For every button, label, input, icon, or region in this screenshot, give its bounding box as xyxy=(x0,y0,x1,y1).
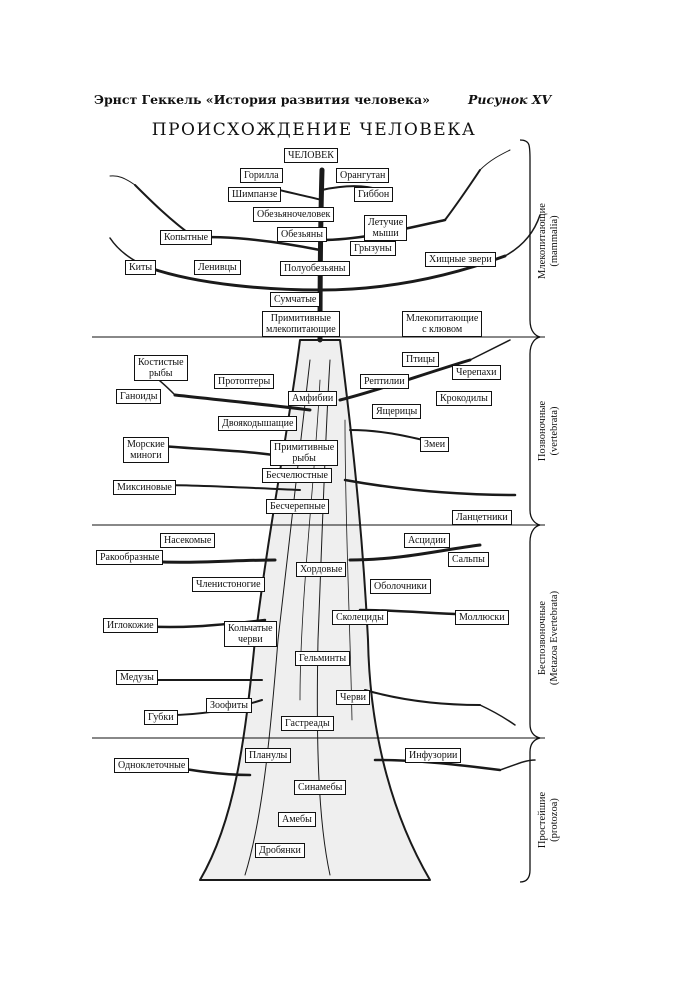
node-gibbon: Гиббон xyxy=(354,187,394,202)
node-odnokletochnye: Одноклеточные xyxy=(114,758,190,773)
node-ganoidy: Ганоиды xyxy=(116,389,162,404)
node-lancetniki: Ланцетники xyxy=(452,510,512,525)
node-chervi: Черви xyxy=(336,690,371,705)
node-kopytnye: Копытные xyxy=(160,230,213,245)
section-label-vertebrates: Позвоночные (vertebrata) xyxy=(537,400,560,462)
node-ascidii: Асцидии xyxy=(404,533,450,548)
node-drobyanki: Дробянки xyxy=(255,843,305,858)
node-ptitsy: Птицы xyxy=(402,352,440,367)
node-beschelyustnye: Бесчелюстные xyxy=(262,468,332,483)
node-reptilii: Рептилии xyxy=(360,374,409,389)
node-lenivcy: Ленивцы xyxy=(194,260,241,275)
node-dvoyakodyshashchie: Двоякодышащие xyxy=(218,416,298,431)
section-label-mammals: Млекопитающие (mammalia) xyxy=(537,203,560,279)
node-gryzuny: Грызуны xyxy=(350,241,396,256)
node-yashchericy: Ящерицы xyxy=(372,404,422,419)
node-obezyany: Обезьяны xyxy=(277,227,327,242)
node-shimpanze: Шимпанзе xyxy=(228,187,282,202)
node-salpy: Сальпы xyxy=(448,552,489,567)
node-sumchatye: Сумчатые xyxy=(270,292,321,307)
node-kity: Киты xyxy=(125,260,157,275)
node-chlenistonogie: Членистоногие xyxy=(192,577,265,592)
book-author-title: Эрнст Геккель «История развития человека… xyxy=(94,92,430,107)
node-skolecidy: Сколециды xyxy=(332,610,388,625)
node-gubki: Губки xyxy=(144,710,178,725)
node-zoofity: Зоофиты xyxy=(206,698,252,713)
node-gastready: Гастреады xyxy=(281,716,334,731)
node-gorilla: Горилла xyxy=(240,168,283,183)
node-obolochniki: Оболочники xyxy=(370,579,431,594)
node-gelminty: Гельминты xyxy=(295,651,351,666)
node-iglokozhie: Иглокожие xyxy=(103,618,158,633)
node-morskie-minogi: Морские миноги xyxy=(123,437,169,463)
section-label-invertebrates: Беспозвоночные (Metazoa Evertebrata) xyxy=(537,590,560,686)
node-protoptery: Протоптеры xyxy=(214,374,275,389)
node-bescherepnye: Бесчерепные xyxy=(266,499,330,514)
node-rakoobraznye: Ракообразные xyxy=(96,550,164,565)
node-ameby: Амебы xyxy=(278,812,316,827)
node-poluobezyany: Полуобезьяны xyxy=(280,261,350,276)
node-cherepahi: Черепахи xyxy=(452,365,501,380)
node-infuzorii: Инфузории xyxy=(405,748,462,763)
node-orangutan: Орангутан xyxy=(336,168,390,183)
node-chelovek: ЧЕЛОВЕК xyxy=(284,148,338,163)
node-hishchnye-zveri: Хищные звери xyxy=(425,252,496,267)
node-meduzy: Медузы xyxy=(116,670,158,685)
node-miksinovye: Миксиновые xyxy=(113,480,176,495)
node-obezyanochelovek: Обезьяночеловек xyxy=(253,207,335,222)
node-kolchatye-chervi: Кольчатые черви xyxy=(224,621,277,647)
diagram-title: ПРОИСХОЖДЕНИЕ ЧЕЛОВЕКА xyxy=(151,120,477,140)
node-mlekopitayushchie-s-klyuvom: Млекопитающие с клювом xyxy=(402,311,483,337)
node-zmei: Змеи xyxy=(420,437,450,452)
node-krokodily: Крокодилы xyxy=(436,391,492,406)
node-hordovye: Хордовые xyxy=(296,562,347,577)
section-label-protozoa: Простейшие (protozoa) xyxy=(537,791,560,849)
node-primitivnye-ryby: Примитивные рыбы xyxy=(270,440,339,466)
node-kostistye-ryby: Костистые рыбы xyxy=(134,355,188,381)
node-sinameby: Синамебы xyxy=(294,780,347,795)
node-planuly: Планулы xyxy=(245,748,292,763)
node-amfibii: Амфибии xyxy=(288,391,338,406)
node-mollyuski: Моллюски xyxy=(455,610,509,625)
node-letuchie-myshi: Летучие мыши xyxy=(364,215,408,241)
figure-number: Рисунок XV xyxy=(468,92,552,107)
node-nasekomye: Насекомые xyxy=(160,533,216,548)
node-primitivnye-mlekopitayushchie: Примитивные млекопитающие xyxy=(262,311,340,337)
